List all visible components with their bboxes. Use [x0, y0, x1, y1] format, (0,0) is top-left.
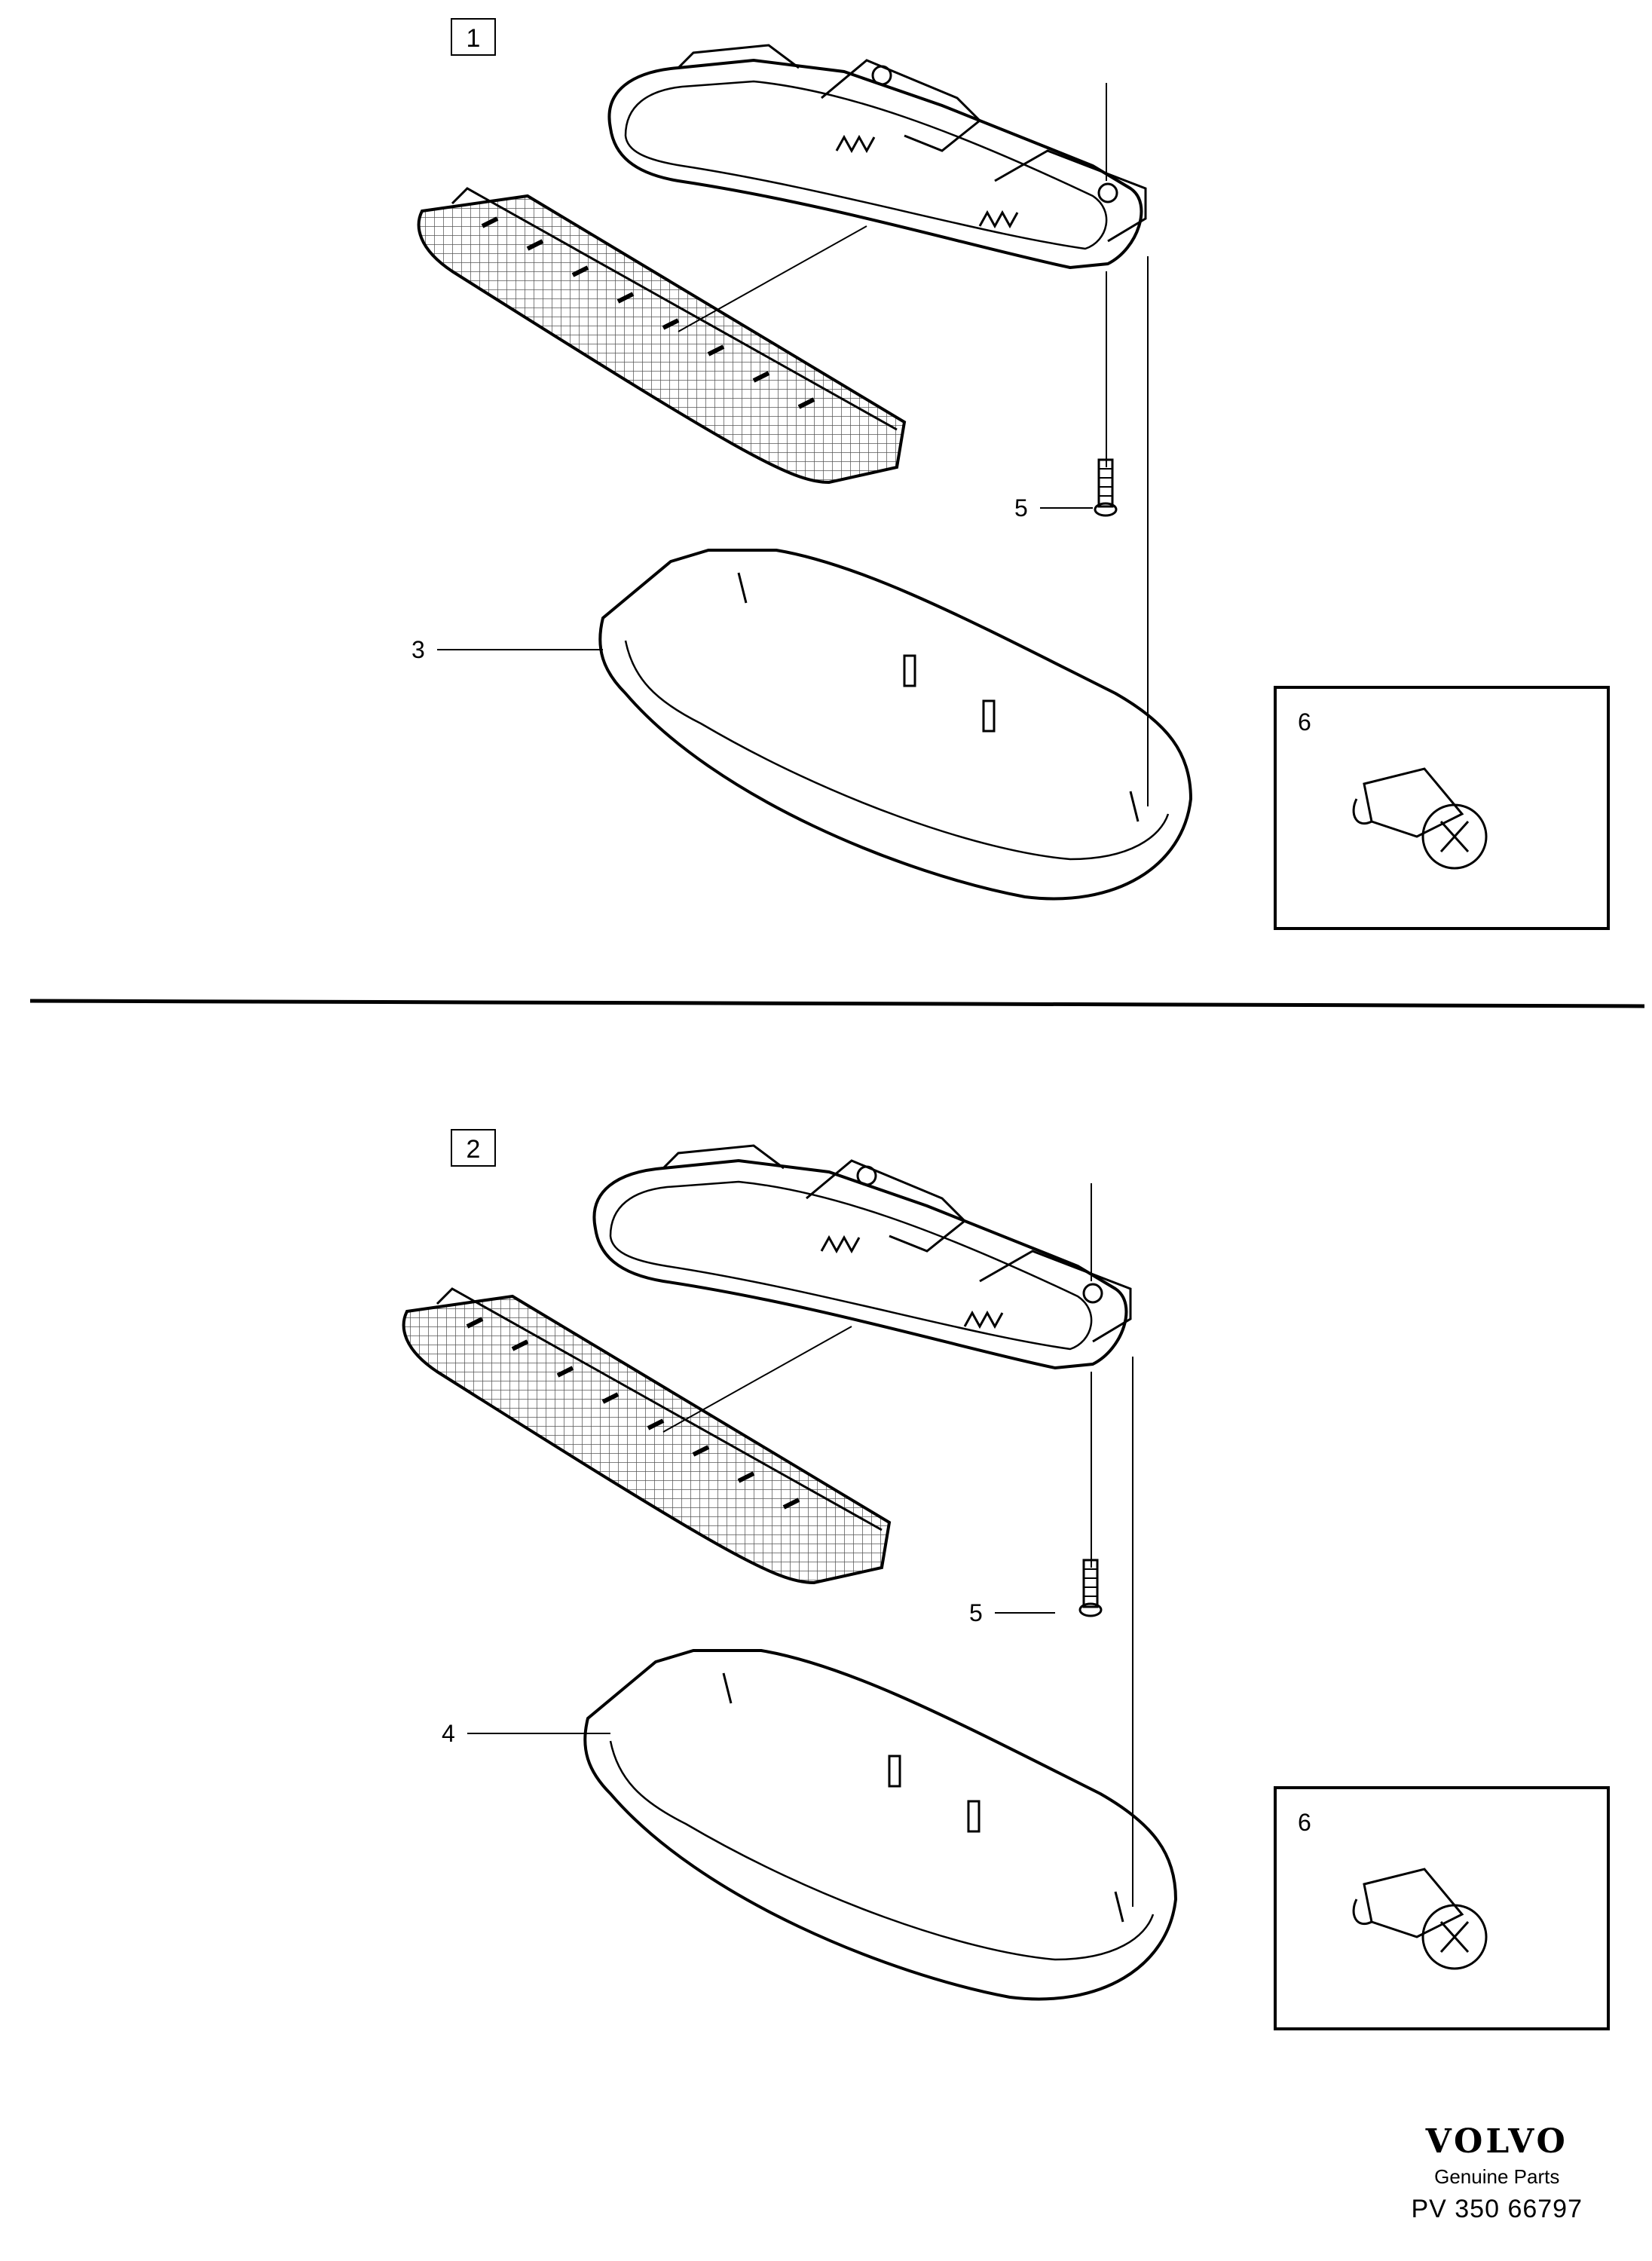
inset-callout: 6: [1298, 1809, 1311, 1836]
clip-detail-inset-2: 6: [1274, 1786, 1610, 2030]
callout-housing-2: 4: [442, 1720, 455, 1747]
brand-subtitle: Genuine Parts: [1434, 2165, 1560, 2188]
part-code: PV 350 66797: [1411, 2195, 1583, 2223]
variant-number-1: 1: [451, 18, 496, 56]
inset-callout: 6: [1298, 708, 1311, 736]
brand-block: VOLVO Genuine Parts PV 350 66797: [1411, 2122, 1583, 2224]
variant-number-2: 2: [451, 1129, 496, 1167]
section-divider: [29, 999, 1645, 1008]
assembly-variant-1: [419, 45, 1191, 898]
volvo-logo: VOLVO: [1425, 2122, 1568, 2161]
callout-screw-2: 5: [969, 1599, 983, 1626]
callout-housing-1: 3: [411, 636, 425, 663]
clip-detail-inset-1: 6: [1274, 686, 1610, 930]
callout-screw-1: 5: [1014, 494, 1028, 522]
assembly-variant-2: [404, 1146, 1176, 1999]
